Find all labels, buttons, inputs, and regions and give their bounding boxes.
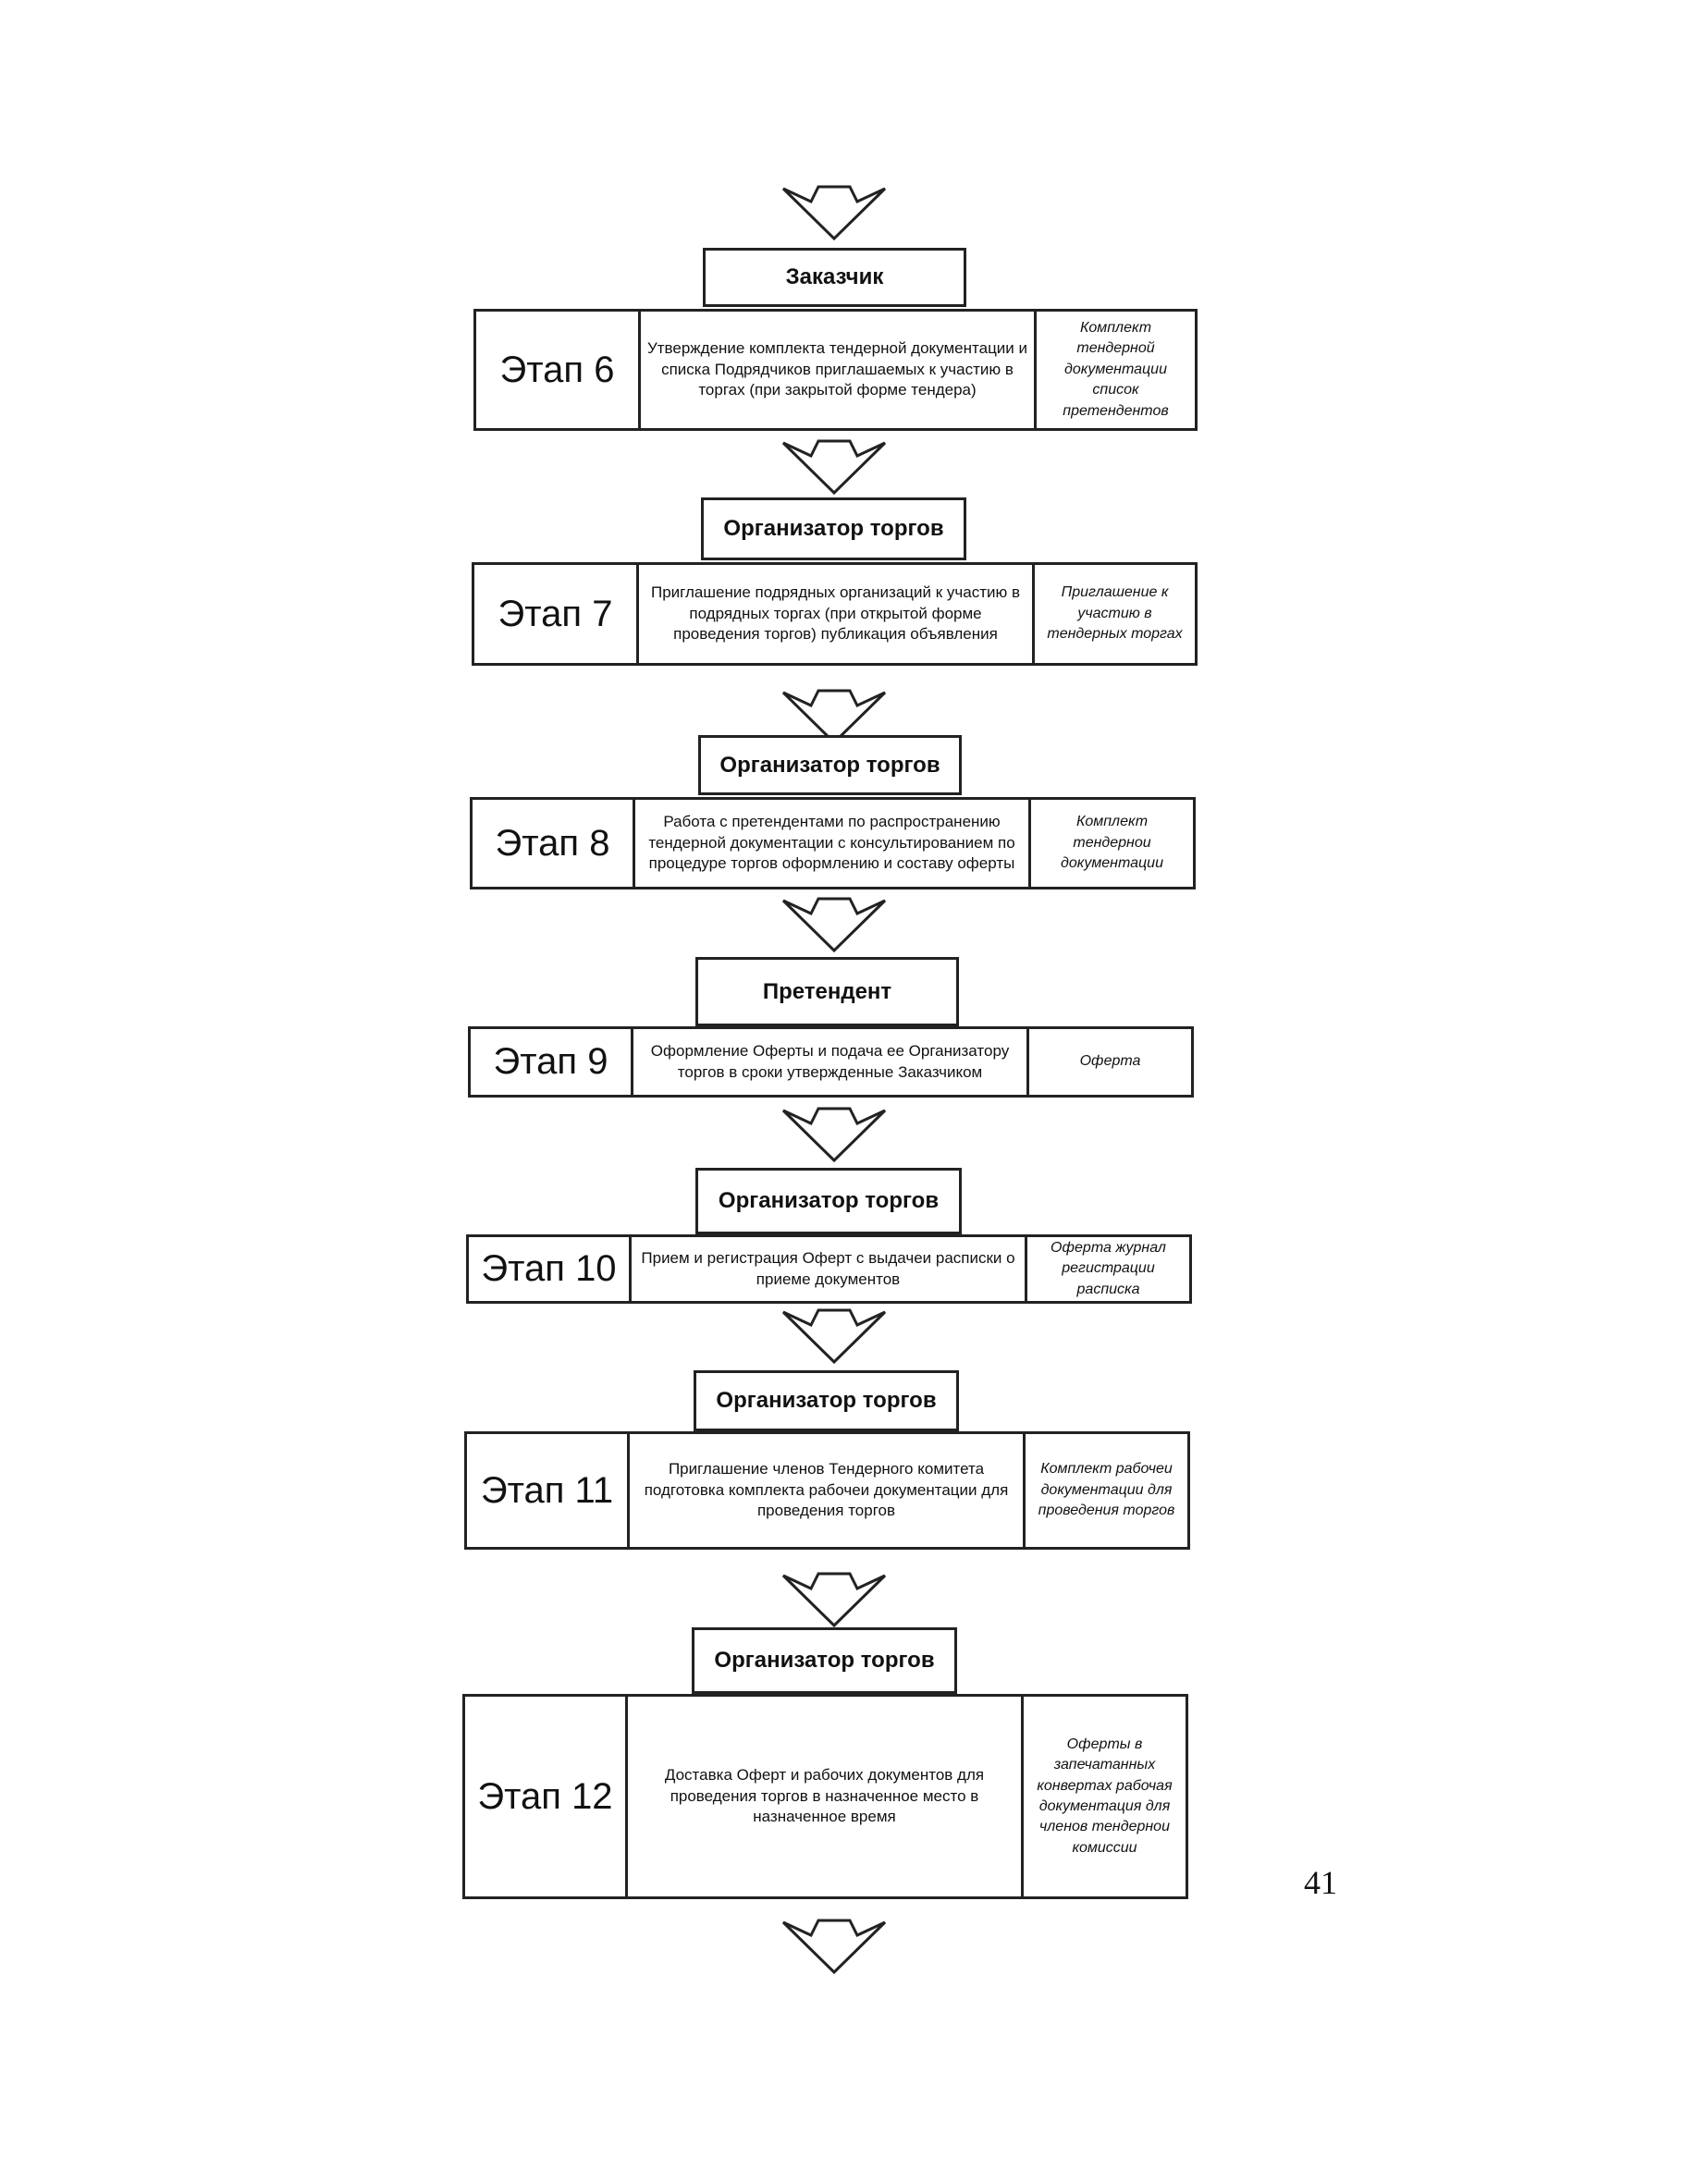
actor-box: Претендент bbox=[695, 957, 959, 1026]
stage-label: Этап 6 bbox=[476, 312, 641, 428]
stage-document: Приглашение к участию в тендерных торгах bbox=[1047, 584, 1183, 643]
stage-document: Оферты в запечатанных конвертах рабочая … bbox=[1037, 1736, 1173, 1856]
stage-label: Этап 9 bbox=[471, 1029, 633, 1095]
stage-label: Этап 11 bbox=[467, 1434, 630, 1547]
actor-box: Заказчик bbox=[703, 248, 966, 307]
stage-document: Комплект рабочеи документации для провед… bbox=[1038, 1461, 1175, 1519]
stage-label: Этап 7 bbox=[474, 565, 639, 663]
down-arrow-icon bbox=[780, 185, 889, 242]
actor-box: Организатор торгов bbox=[692, 1627, 957, 1694]
stage-document: Комплект тендерной документации список п… bbox=[1063, 320, 1169, 419]
down-arrow-icon bbox=[780, 1107, 889, 1164]
actor-box: Организатор торгов bbox=[698, 735, 962, 795]
stage-description: Приглашение членов Тендерного комитета п… bbox=[630, 1434, 1026, 1547]
stage-description: Прием и регистрация Оферт с выдачеи расп… bbox=[632, 1237, 1027, 1301]
stage-document: Комплект тендернои документации bbox=[1061, 814, 1163, 872]
stage-description: Оформление Оферты и подача ее Организато… bbox=[633, 1029, 1029, 1095]
down-arrow-icon bbox=[780, 1572, 889, 1629]
down-arrow-icon bbox=[780, 1308, 889, 1366]
stage-description: Работа с претендентами по распространени… bbox=[635, 800, 1031, 887]
stage-label: Этап 12 bbox=[465, 1697, 628, 1896]
down-arrow-icon bbox=[780, 439, 889, 497]
down-arrow-icon bbox=[780, 1919, 889, 1976]
stage-description: Доставка Оферт и рабочих документов для … bbox=[628, 1697, 1024, 1896]
stage-label: Этап 10 bbox=[469, 1237, 632, 1301]
down-arrow-icon bbox=[780, 897, 889, 954]
page-number: 41 bbox=[1304, 1864, 1337, 1901]
actor-box: Организатор торгов bbox=[695, 1168, 962, 1234]
actor-box: Организатор торгов bbox=[694, 1370, 959, 1431]
stage-description: Приглашение подрядных организаций к учас… bbox=[639, 565, 1035, 663]
down-arrow-icon bbox=[780, 689, 889, 746]
stage-document: Оферта bbox=[1079, 1053, 1141, 1070]
stage-label: Этап 8 bbox=[473, 800, 635, 887]
stage-description: Утверждение комплекта тендерной документ… bbox=[641, 312, 1037, 428]
actor-box: Организатор торгов bbox=[701, 497, 966, 560]
stage-document: Оферта журнал регистрации расписка bbox=[1051, 1239, 1166, 1297]
